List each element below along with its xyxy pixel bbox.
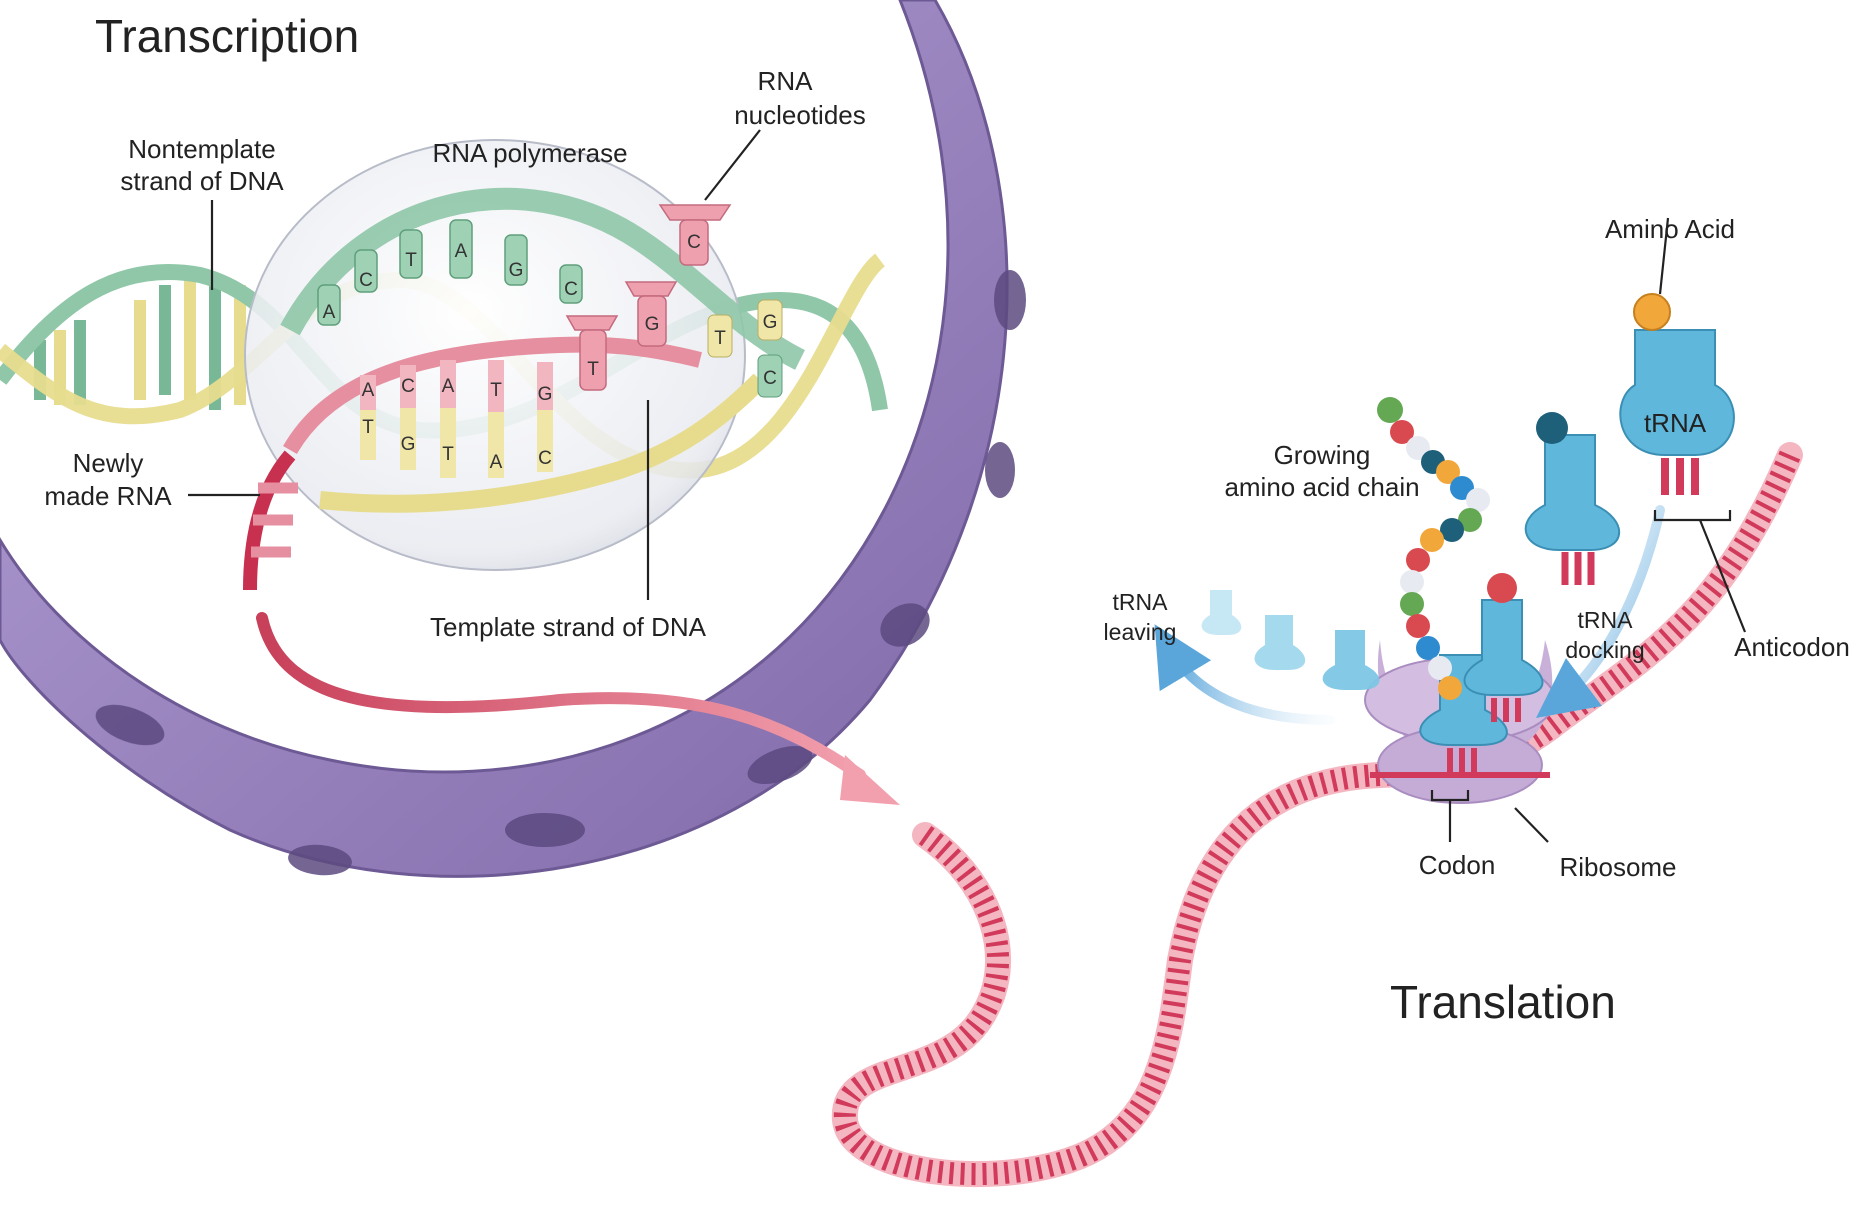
nontemplate-strand-label: Nontemplate <box>128 134 275 164</box>
free-rna-nucleotides: C G T <box>565 204 732 391</box>
trna-molecules: tRNA <box>1201 293 1735 775</box>
transcription-title: Transcription <box>95 10 359 62</box>
trna-docking-label: tRNA <box>1578 607 1634 633</box>
rna-nucleotides-label: RNA <box>758 66 814 96</box>
base-label: G <box>538 384 553 405</box>
base-label: C <box>538 448 552 469</box>
base-label: C <box>359 270 373 291</box>
mrna-strand <box>831 442 1803 1188</box>
translation-title: Translation <box>1390 976 1616 1028</box>
trna-docking <box>1524 412 1621 585</box>
base-label: C <box>564 279 578 300</box>
base-label: G <box>645 314 660 335</box>
base-label: C <box>763 368 777 389</box>
trna-leaving-label: tRNA <box>1113 589 1169 615</box>
trna-leaving-group <box>1201 590 1380 690</box>
newly-made-rna-label: Newly <box>73 448 144 478</box>
trna-label: tRNA <box>1644 408 1707 438</box>
base-label: G <box>509 260 524 281</box>
newly-made-rna <box>243 450 298 591</box>
base-label: C <box>401 376 415 397</box>
base-label: A <box>362 380 375 401</box>
mrna-export-arrow <box>256 612 900 805</box>
base-label: T <box>587 359 599 380</box>
base-label: A <box>490 452 503 473</box>
rna-nucleotides-label: nucleotides <box>734 100 866 130</box>
flow-arrows <box>1154 505 1665 725</box>
leader-lines <box>188 129 1747 843</box>
template-strand-label: Template strand of DNA <box>430 612 707 642</box>
trna-docking-label: docking <box>1565 637 1644 663</box>
growing-chain-label: amino acid chain <box>1224 472 1419 502</box>
nontemplate-strand-label: strand of DNA <box>120 166 284 196</box>
trna-adjacent <box>1463 573 1544 722</box>
trna-leaving-label: leaving <box>1104 619 1177 645</box>
base-label: G <box>763 312 778 333</box>
base-label: T <box>362 417 374 438</box>
ribosome-label: Ribosome <box>1559 852 1676 882</box>
base-label: T <box>442 444 454 465</box>
anticodon-label: Anticodon <box>1734 632 1850 662</box>
codon-label: Codon <box>1419 850 1496 880</box>
trna-labeled: tRNA <box>1619 293 1735 495</box>
base-label: C <box>687 232 701 253</box>
nuclear-envelope <box>0 0 1026 878</box>
newly-made-rna-label: made RNA <box>44 481 172 511</box>
amino-acid-chain <box>1377 397 1490 700</box>
base-label: A <box>455 241 468 262</box>
base-label: G <box>401 434 416 455</box>
right-dna-pairs: T G C <box>707 299 783 398</box>
base-label: T <box>714 328 726 349</box>
base-label: A <box>442 376 455 397</box>
rna-polymerase-label: RNA polymerase <box>432 138 627 168</box>
growing-chain-label: Growing <box>1274 440 1371 470</box>
base-label: T <box>405 250 417 271</box>
base-label: A <box>323 302 336 323</box>
template-rna-pairs: A C A T G T G T A C <box>283 336 767 513</box>
base-label: T <box>490 380 502 401</box>
amino-acid-label: Amino Acid <box>1605 214 1735 244</box>
text-labels: Transcription Translation Nontemplate st… <box>44 10 1849 1028</box>
nontemplate-strand-bases: A C T A G C <box>280 187 805 370</box>
nuclear-pores <box>95 270 1026 876</box>
